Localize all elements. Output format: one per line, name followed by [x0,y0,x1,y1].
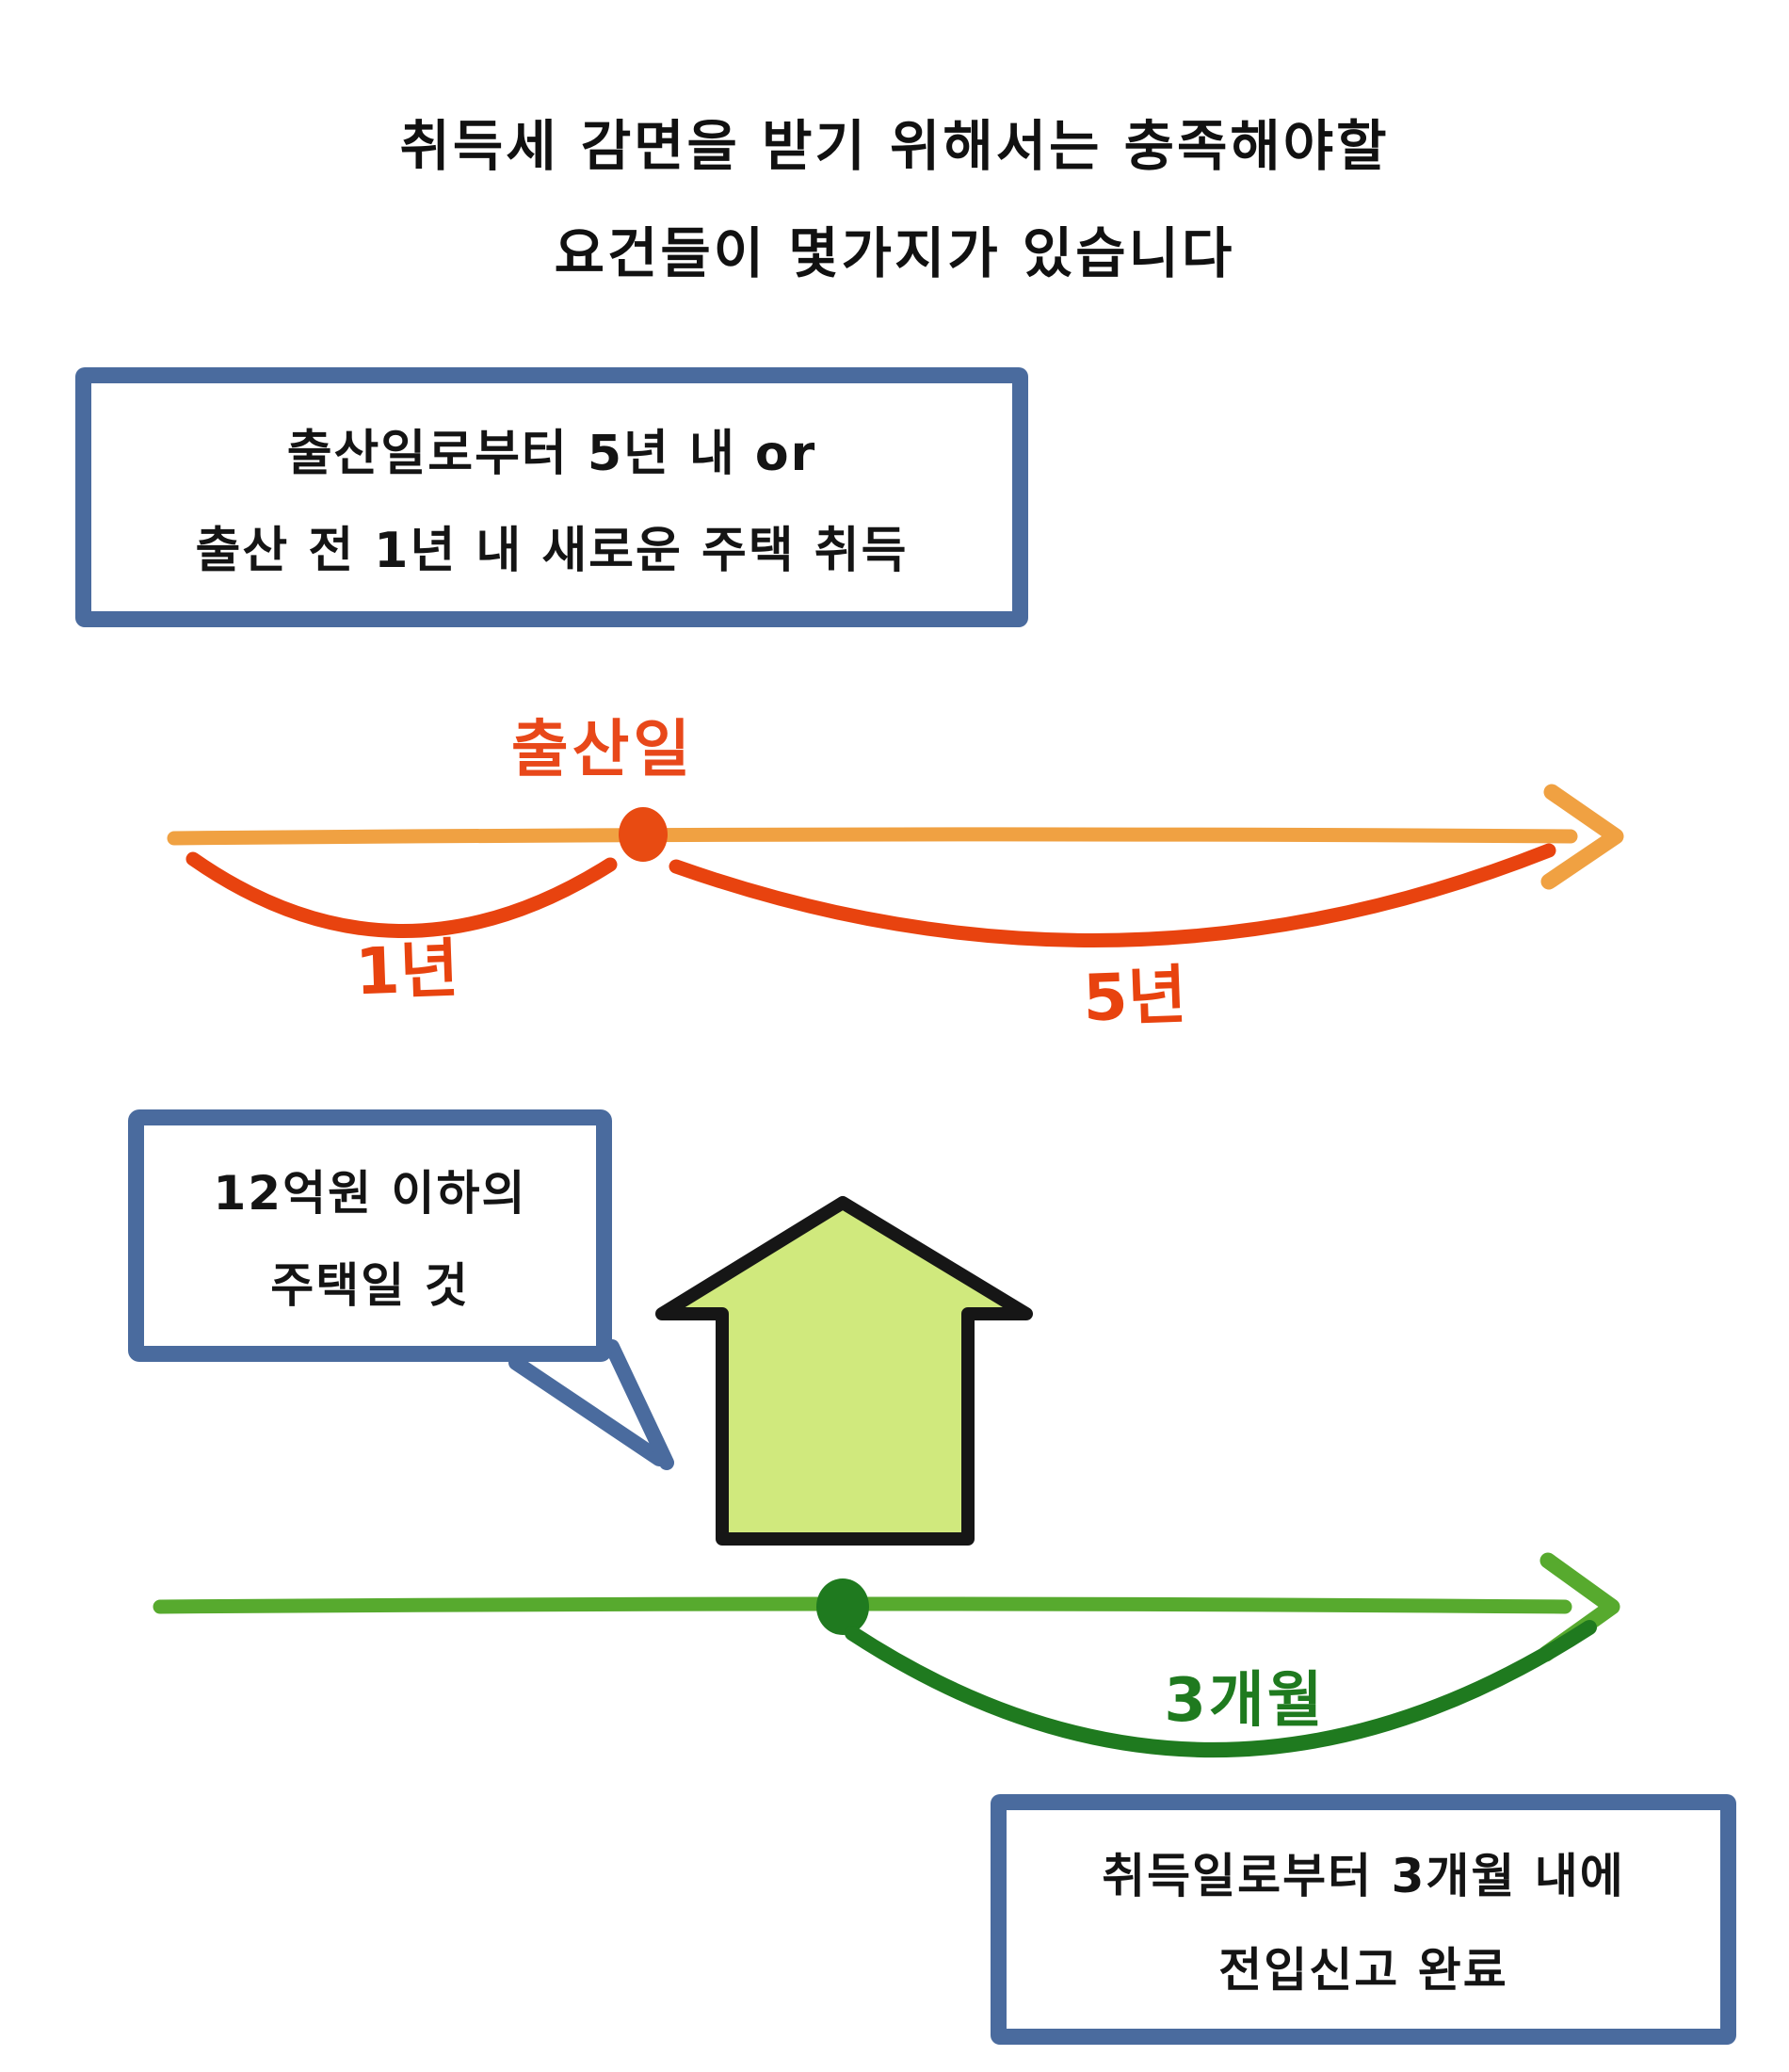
house-arrow-icon [655,1196,1033,1546]
three-month-arc [845,1620,1597,1757]
requirement-box-move-line1: 취득일로부터 3개월 내에 [1102,1849,1625,1903]
price-bubble-tail-stroke-a [508,1355,667,1466]
move-timeline-axis [153,1596,1572,1614]
price-bubble: 12억원 이하의 주택일 것 [128,1109,612,1362]
requirement-box-move: 취득일로부터 3개월 내에 전입신고 완료 [991,1794,1736,2045]
requirement-box-birth-line2: 출산 전 1년 내 새로운 주택 취득 [195,523,909,579]
price-bubble-line1: 12억원 이하의 [213,1166,527,1221]
one-year-arc [185,851,618,938]
five-year-arc [669,843,1556,947]
page-title-line1: 취득세 감면을 받기 위해서는 충족해야할 [399,114,1390,178]
page-title-line2: 요건들이 몇가지가 있습니다 [554,221,1235,285]
birth-date-label: 출산일 [510,713,695,785]
acquisition-date-dot [816,1578,869,1635]
requirement-box-birth: 출산일로부터 5년 내 or 출산 전 1년 내 새로운 주택 취득 [75,367,1028,627]
requirement-box-move-line2: 전입신고 완료 [1218,1943,1508,1998]
price-bubble-tail-stroke-b [604,1339,674,1470]
one-year-label: 1년 [353,931,460,1011]
five-year-label: 5년 [1081,958,1188,1037]
price-bubble-line2: 주택일 것 [270,1258,470,1313]
birth-date-dot [619,807,668,862]
three-month-label: 3개월 [1164,1666,1326,1736]
birth-timeline-axis [167,827,1578,846]
birth-timeline-arrowhead-icon [1540,784,1624,890]
requirement-box-birth-line1: 출산일로부터 5년 내 or [286,426,817,482]
